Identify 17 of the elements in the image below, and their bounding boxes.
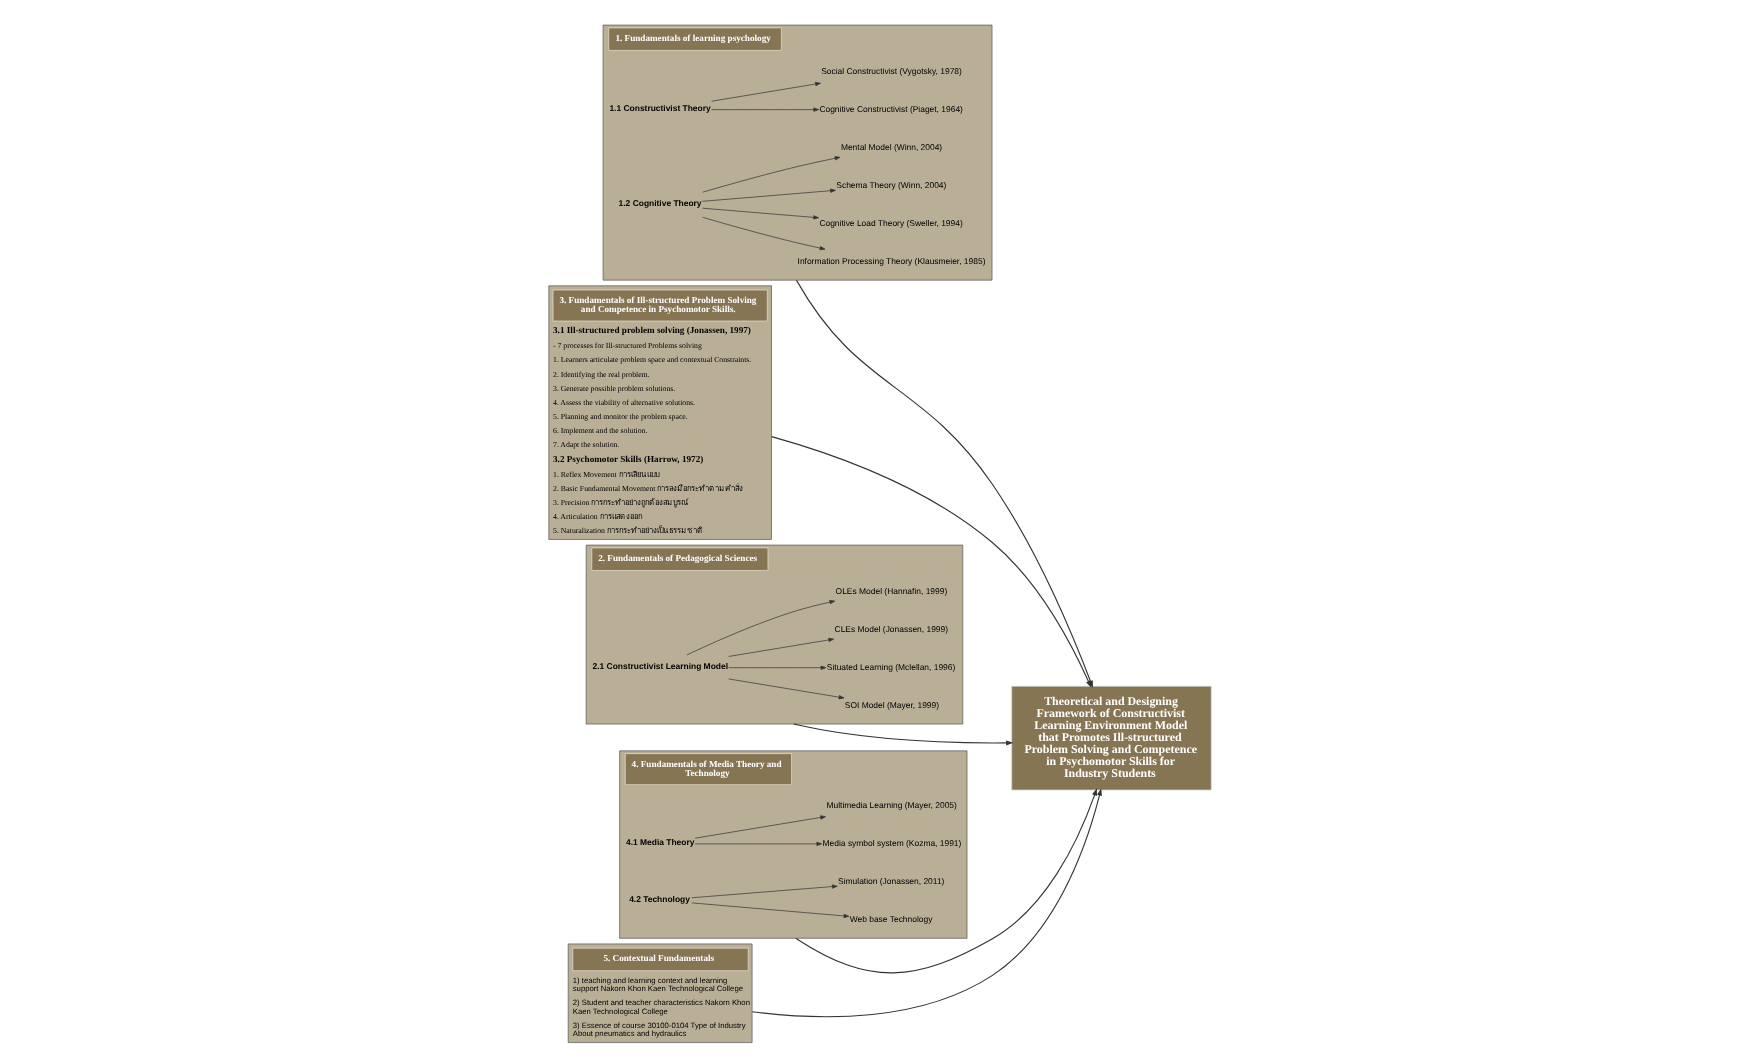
arrow bbox=[693, 841, 822, 846]
arrow bbox=[690, 884, 837, 899]
arrow bbox=[792, 723, 1013, 746]
arrow bbox=[693, 815, 825, 839]
arrow bbox=[685, 600, 835, 656]
arrow bbox=[794, 788, 1096, 974]
arrow bbox=[701, 207, 818, 220]
arrow bbox=[710, 107, 819, 112]
arrow bbox=[690, 902, 849, 918]
arrow bbox=[727, 665, 826, 670]
arrow bbox=[701, 216, 825, 251]
arrow bbox=[710, 82, 820, 102]
arrow bbox=[727, 678, 844, 700]
arrow bbox=[727, 637, 834, 657]
arrow bbox=[701, 156, 840, 193]
arrow bbox=[701, 188, 835, 202]
arrow bbox=[750, 788, 1101, 1018]
